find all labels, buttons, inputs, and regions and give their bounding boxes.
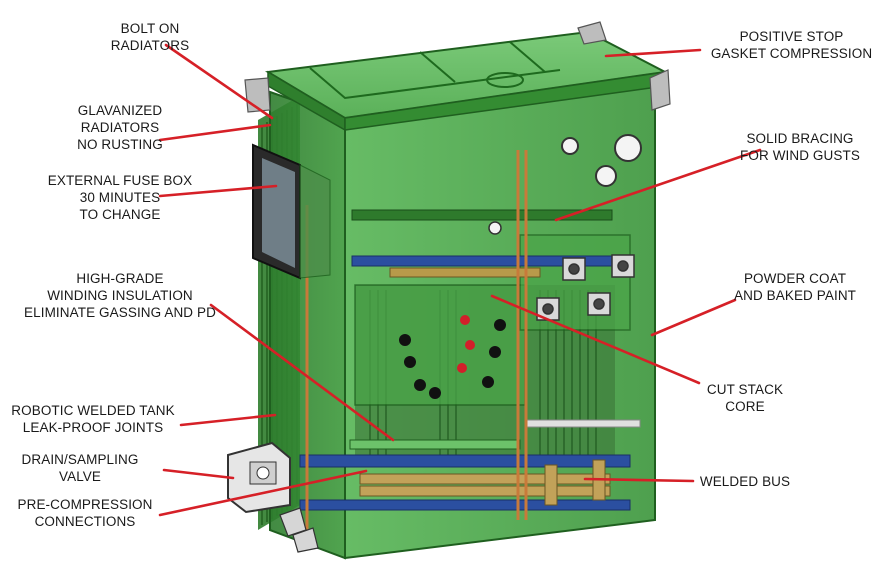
drain-valve-box [227, 441, 291, 514]
callout-welded-bus: WELDED BUS [699, 474, 791, 489]
bottom-frame [299, 419, 641, 511]
gauges [488, 134, 642, 235]
upper-bracing [351, 209, 623, 278]
core-coil-assembly [354, 234, 631, 460]
lv-bushings [536, 254, 635, 321]
leader-lines [158, 43, 762, 517]
pre-compression-brackets [279, 507, 319, 553]
external-fuse-box [252, 143, 331, 280]
hv-bushings [399, 315, 506, 399]
